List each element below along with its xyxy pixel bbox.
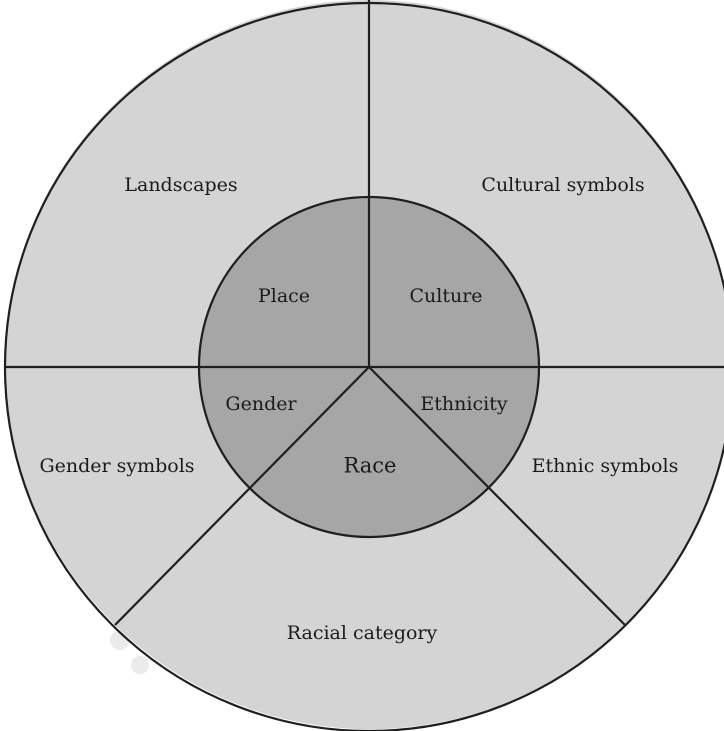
label-place: Place bbox=[258, 285, 310, 307]
label-ethnic-symbols: Ethnic symbols bbox=[532, 455, 679, 477]
label-gender: Gender bbox=[225, 393, 297, 415]
outer-segment-racial-category bbox=[115, 367, 625, 730]
label-ethnicity: Ethnicity bbox=[420, 393, 507, 415]
label-landscapes: Landscapes bbox=[124, 174, 237, 196]
inner-ring-outline bbox=[197, 195, 541, 539]
label-race: Race bbox=[343, 454, 396, 478]
outer-ring-outline bbox=[4, 2, 724, 731]
label-culture: Culture bbox=[409, 285, 482, 307]
label-racial-category: Racial category bbox=[287, 622, 438, 644]
label-gender-symbols: Gender symbols bbox=[39, 455, 194, 477]
dividers bbox=[5, 0, 724, 626]
label-cultural-symbols: Cultural symbols bbox=[481, 174, 644, 196]
